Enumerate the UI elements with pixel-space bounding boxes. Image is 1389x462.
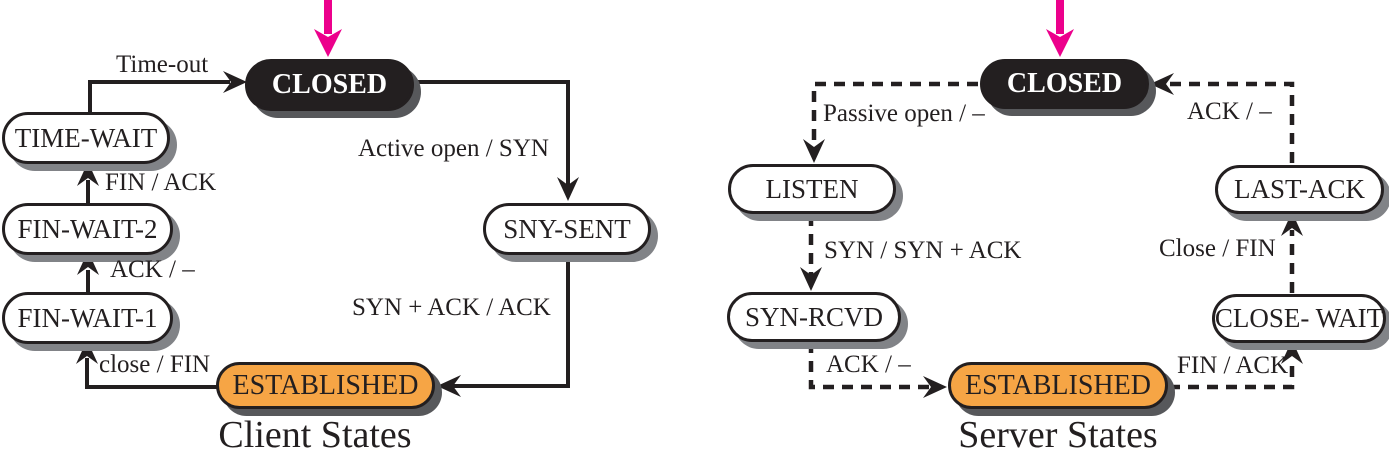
state-sny-sent: SNY-SENT: [483, 203, 651, 255]
arrowhead-into-fin-wait-2: [77, 251, 99, 275]
label-server-ack-dash-bottom: ACK / –: [826, 351, 911, 378]
label-passive-open: Passive open / –: [823, 100, 985, 127]
client-synackack-line: [452, 254, 570, 388]
label-syn-ack-ack: SYN + ACK / ACK: [352, 294, 551, 321]
arrowhead-into-server-established: [923, 376, 947, 398]
entry-arrows: [314, 0, 1074, 57]
label-client-fin-ack: FIN / ACK: [105, 169, 217, 196]
server-ackdash-line: [808, 342, 932, 390]
arrowhead-into-time-wait: [77, 162, 99, 186]
state-server-established-label: ESTABLISHED: [965, 369, 1151, 401]
client-states-title: Client States: [218, 414, 412, 456]
state-fin-wait-2-label: FIN-WAIT-2: [17, 213, 158, 244]
state-last-ack: LAST-ACK: [1215, 165, 1384, 214]
label-syn-syn-ack: SYN / SYN + ACK: [824, 237, 1022, 264]
state-listen-label: LISTEN: [765, 173, 859, 204]
arrowhead-into-listen: [803, 139, 825, 163]
state-server-established: ESTABLISHED: [948, 362, 1168, 409]
arrowhead-into-server-closed: [1150, 73, 1174, 95]
state-close-wait-label: CLOSE- WAIT: [1214, 303, 1384, 333]
state-client-closed-label: CLOSED: [271, 69, 388, 100]
server-transitions: [808, 81, 1295, 390]
state-syn-rcvd: SYN-RCVD: [727, 292, 901, 342]
label-close-fin: close / FIN: [99, 351, 211, 378]
label-time-out: Time-out: [116, 51, 209, 78]
server-finack-line: [1169, 358, 1295, 390]
label-server-fin-ack: FIN / ACK: [1177, 352, 1289, 379]
arrowhead-into-last-ack: [1281, 212, 1303, 236]
client-entry-arrow-head: [314, 29, 342, 57]
state-fin-wait-1-label: FIN-WAIT-1: [17, 302, 158, 333]
label-active-open-syn: Active open / SYN: [358, 135, 549, 162]
arrowhead-into-client-established: [437, 375, 461, 397]
state-time-wait-label: TIME-WAIT: [14, 122, 158, 153]
state-client-closed: CLOSED: [245, 59, 414, 111]
arrowhead-into-syn-rcvd: [800, 267, 822, 291]
client-transitions: [85, 80, 570, 389]
state-time-wait: TIME-WAIT: [2, 112, 170, 164]
client-closefin-line: [85, 358, 218, 389]
state-fin-wait-2: FIN-WAIT-2: [2, 203, 173, 255]
label-server-close-fin: Close / FIN: [1159, 235, 1276, 262]
state-server-closed-label: CLOSED: [1006, 68, 1123, 99]
arrowhead-into-client-closed: [223, 71, 247, 93]
state-server-closed: CLOSED: [980, 59, 1149, 109]
server-states-title: Server States: [958, 414, 1158, 456]
server-arrowheads: [800, 73, 1303, 398]
state-last-ack-label: LAST-ACK: [1233, 174, 1366, 204]
client-timeout-line: [88, 80, 230, 113]
state-syn-rcvd-label: SYN-RCVD: [744, 301, 884, 332]
state-client-established-label: ESTABLISHED: [232, 369, 419, 401]
client-activeopen-line: [412, 80, 570, 186]
arrowhead-into-fin-wait-1: [76, 340, 98, 364]
arrowhead-into-sny-sent: [557, 177, 579, 201]
state-client-established: ESTABLISHED: [216, 362, 435, 409]
state-fin-wait-1: FIN-WAIT-1: [2, 292, 173, 344]
label-client-ack-dash: ACK / –: [110, 256, 195, 283]
state-listen: LISTEN: [728, 164, 896, 214]
state-sny-sent-label: SNY-SENT: [503, 213, 631, 244]
client-arrowheads: [76, 71, 579, 397]
state-close-wait: CLOSE- WAIT: [1212, 294, 1386, 343]
label-server-ack-dash-top: ACK / –: [1187, 98, 1272, 125]
arrowhead-into-close-wait: [1281, 340, 1303, 364]
server-entry-arrow-head: [1046, 29, 1074, 57]
server-acktop-line: [1168, 81, 1295, 163]
